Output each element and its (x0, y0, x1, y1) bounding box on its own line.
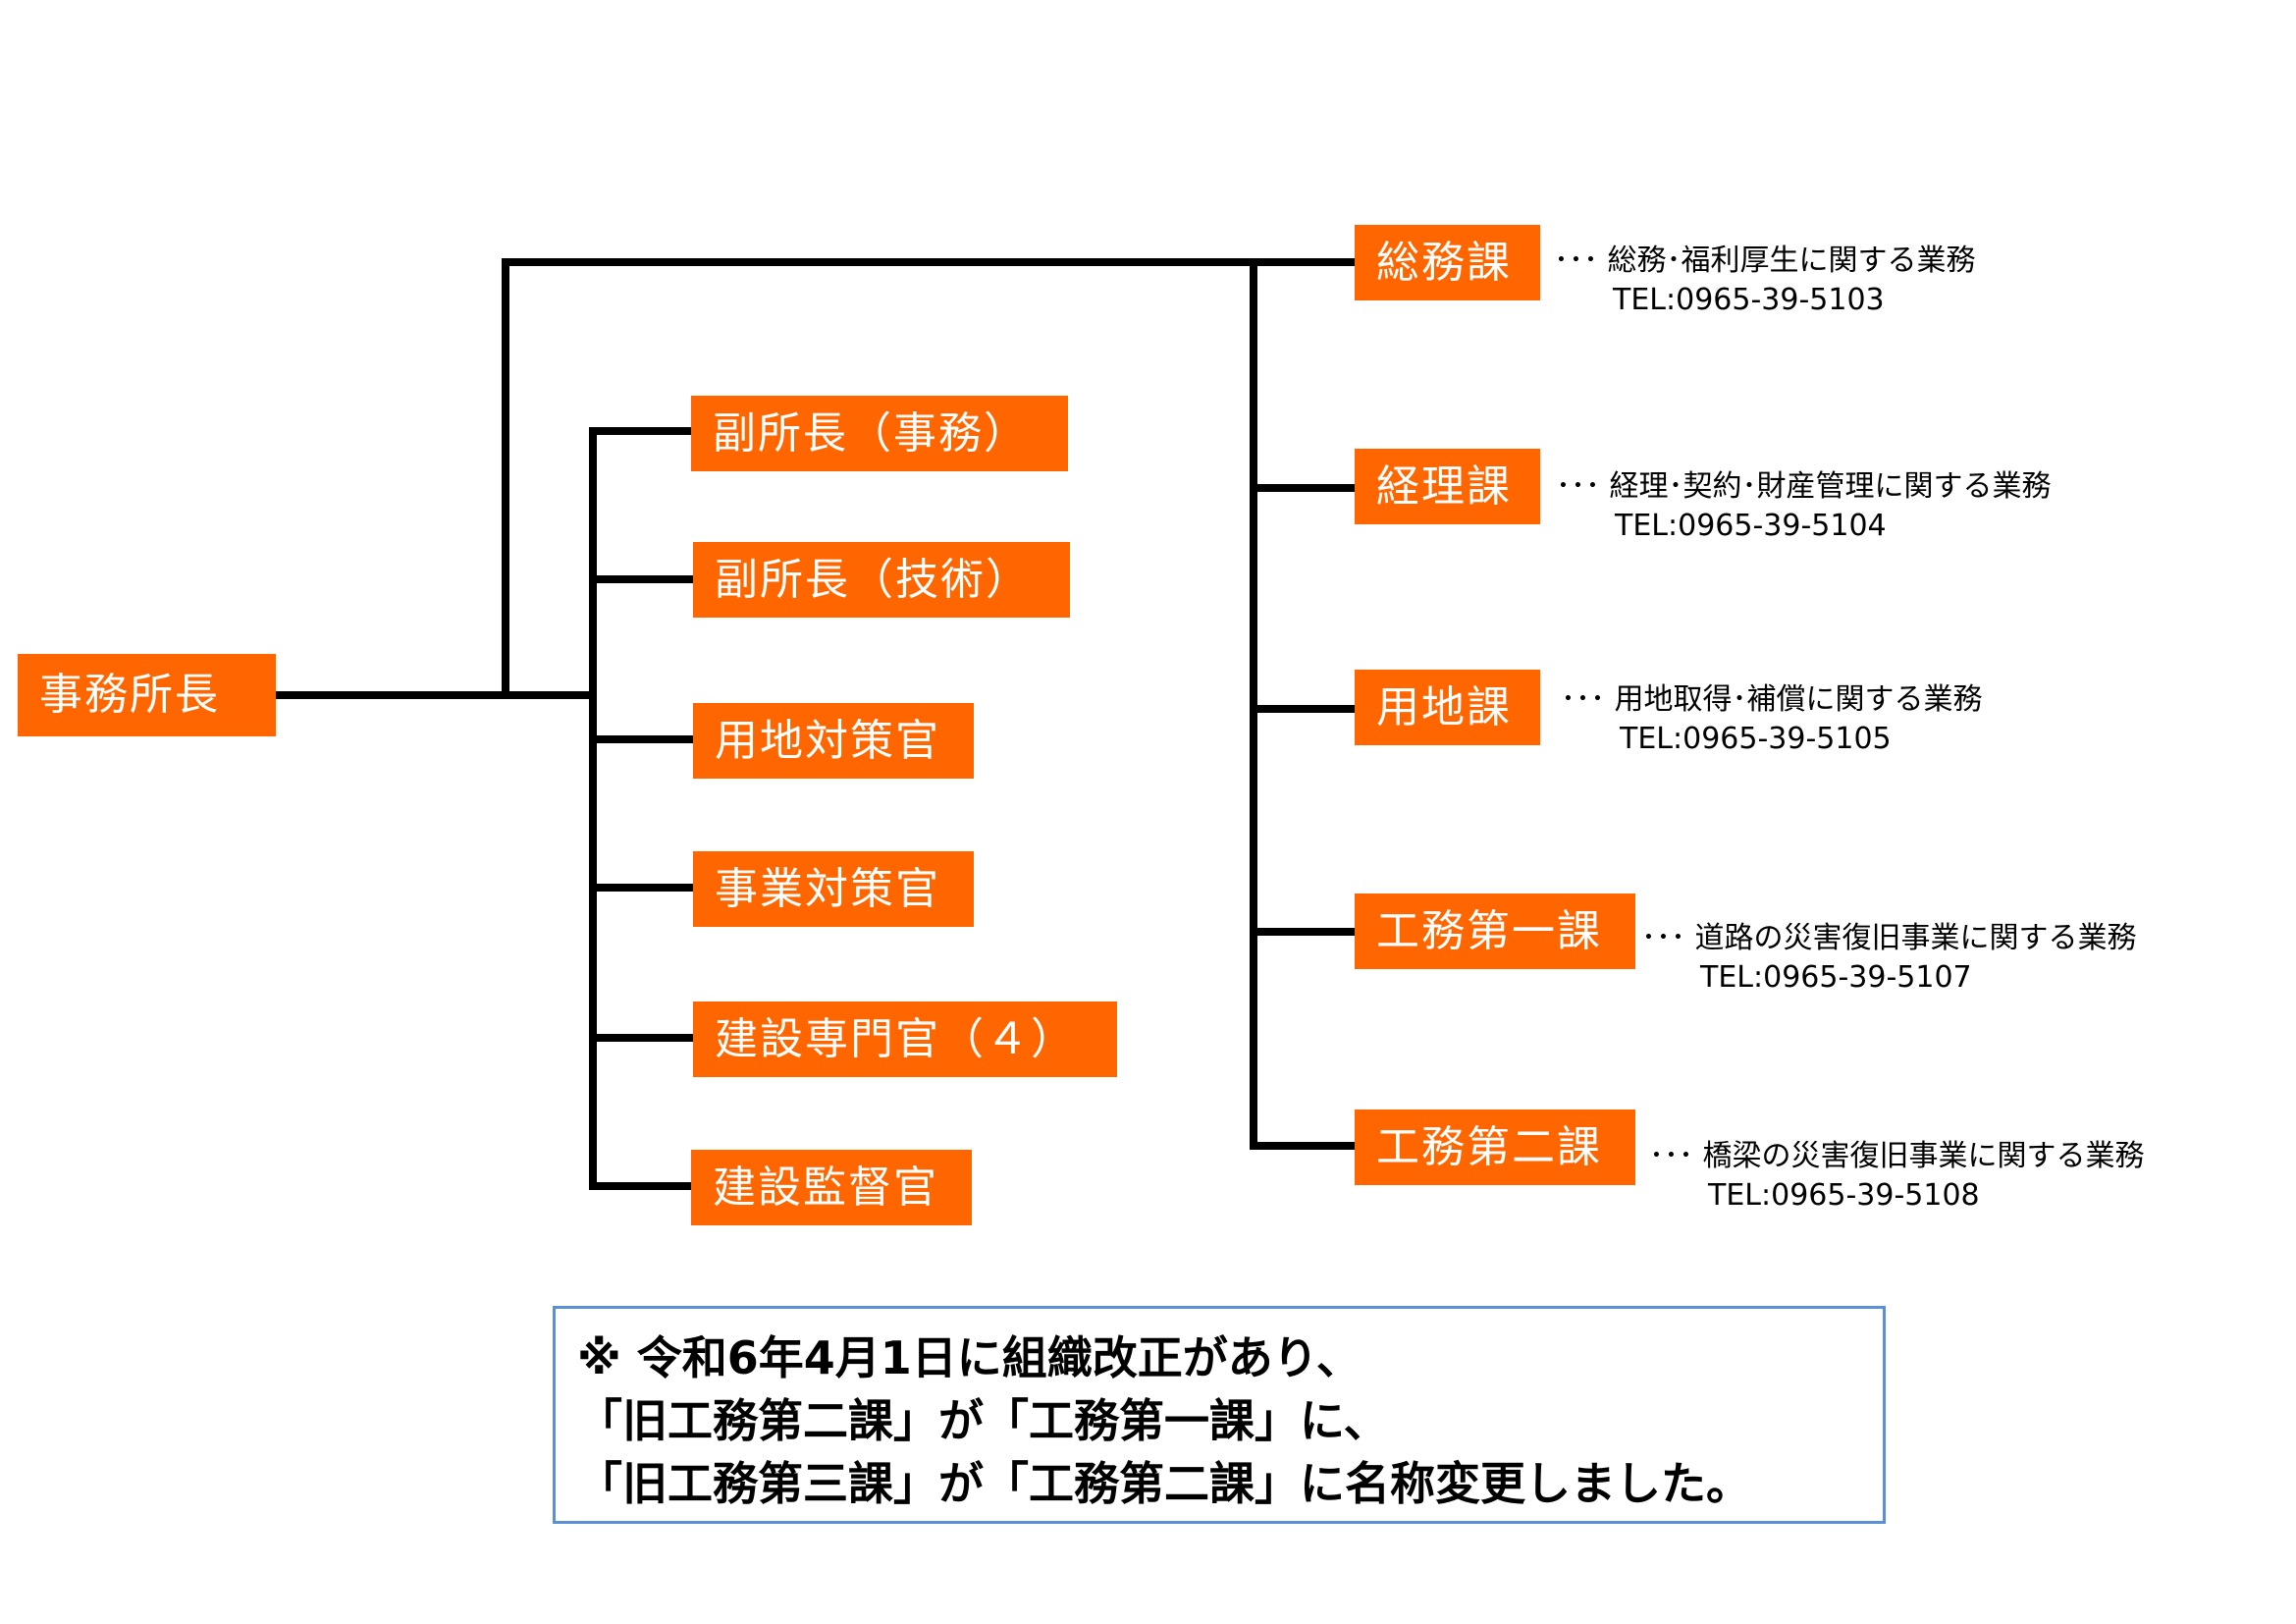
dots: ･･･ (1554, 244, 1598, 278)
reorganization-note: ※ 令和6年4月1日に組織改正があり、 「旧工務第二課」が「工務第一課」に、 「… (553, 1306, 1886, 1524)
deputy-box: 事業対策官 (693, 851, 974, 927)
tel-text: TEL:0965-39-5107 (1700, 960, 1972, 995)
section-description: ･･･ 用地取得･補償に関する業務 TEL:0965-39-5105 (1561, 680, 1983, 759)
branch-deputy-1 (589, 427, 691, 435)
connector-root (276, 691, 597, 699)
branch-section-5 (1250, 1142, 1355, 1150)
duty-text: 橋梁の災害復旧事業に関する業務 (1702, 1139, 2145, 1173)
connector-vertical-top (502, 258, 509, 699)
branch-deputy-2 (589, 575, 693, 583)
tel-text: TEL:0965-39-5108 (1708, 1178, 1980, 1213)
dots: ･･･ (1561, 682, 1605, 717)
branch-section-4 (1250, 928, 1355, 936)
section-description: ･･･ 道路の災害復旧事業に関する業務 TEL:0965-39-5107 (1641, 919, 2137, 998)
duty-text: 総務･福利厚生に関する業務 (1607, 244, 1976, 278)
note-line: 「旧工務第二課」が「工務第一課」に、 (577, 1394, 1389, 1447)
duty-text: 経理･契約･財産管理に関する業務 (1609, 469, 2052, 504)
deputy-box: 副所長（事務） (691, 396, 1068, 471)
note-line: ※ 令和6年4月1日に組織改正があり、 (577, 1331, 1362, 1384)
tel-text: TEL:0965-39-5105 (1620, 722, 1892, 756)
section-description: ･･･ 総務･福利厚生に関する業務 TEL:0965-39-5103 (1554, 242, 1976, 320)
section-box: 総務課 (1355, 225, 1540, 300)
note-line: 「旧工務第三課」が「工務第二課」に名称変更しました。 (577, 1457, 1751, 1510)
section-description: ･･･ 橋梁の災害復旧事業に関する業務 TEL:0965-39-5108 (1649, 1137, 2145, 1216)
tel-text: TEL:0965-39-5104 (1615, 509, 1887, 543)
branch-section-2 (1250, 484, 1355, 492)
deputy-box: 建設専門官（４） (693, 1001, 1117, 1077)
branch-section-3 (1250, 705, 1355, 713)
branch-deputy-5 (589, 1034, 693, 1042)
connector-vertical-deputies (589, 427, 597, 1190)
dots: ･･･ (1649, 1139, 1693, 1173)
deputy-box: 建設監督官 (691, 1150, 972, 1225)
connector-top (502, 258, 1355, 266)
section-box: 工務第二課 (1355, 1110, 1635, 1185)
deputy-box: 副所長（技術） (693, 542, 1070, 618)
section-box: 用地課 (1355, 670, 1540, 745)
root-box: 事務所長 (18, 654, 276, 736)
deputy-box: 用地対策官 (693, 703, 974, 779)
duty-text: 道路の災害復旧事業に関する業務 (1694, 921, 2137, 955)
section-box: 工務第一課 (1355, 893, 1635, 969)
connector-vertical-sections (1250, 258, 1257, 1150)
duty-text: 用地取得･補償に関する業務 (1614, 682, 1983, 717)
section-description: ･･･ 経理･契約･財産管理に関する業務 TEL:0965-39-5104 (1556, 467, 2052, 546)
dots: ･･･ (1556, 469, 1600, 504)
branch-deputy-3 (589, 735, 693, 743)
branch-deputy-6 (589, 1182, 691, 1190)
branch-deputy-4 (589, 884, 693, 892)
tel-text: TEL:0965-39-5103 (1613, 283, 1885, 317)
dots: ･･･ (1641, 921, 1685, 955)
section-box: 経理課 (1355, 449, 1540, 524)
